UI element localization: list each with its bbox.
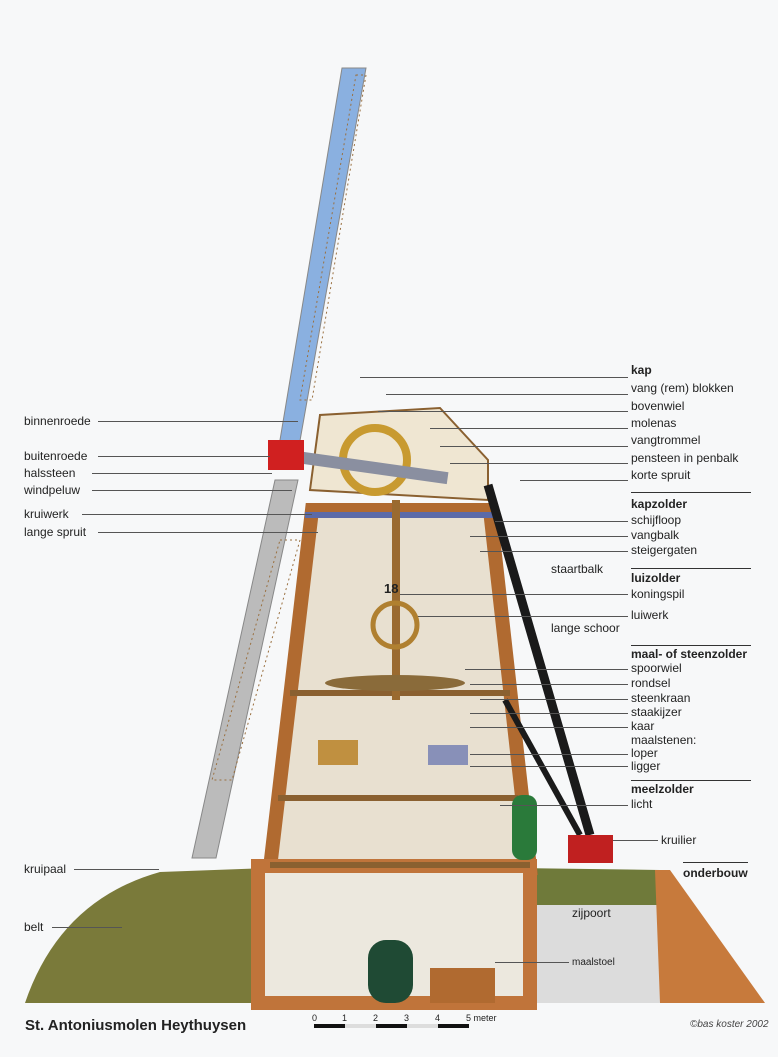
label-ligger: ligger xyxy=(631,759,661,773)
scale-tick: 0 xyxy=(312,1013,318,1023)
label-maalstenen: maalstenen: xyxy=(631,733,697,747)
sail-upper xyxy=(277,67,367,453)
label-staartbalk: staartbalk xyxy=(551,562,604,576)
label-belt: belt xyxy=(24,920,44,934)
label-vang: vang (rem) blokken xyxy=(631,381,734,395)
maalstoel xyxy=(430,968,495,1003)
staartbalk xyxy=(483,483,595,837)
label-kruiwerk: kruiwerk xyxy=(24,507,69,521)
lange-schoor xyxy=(502,698,583,837)
copyright-credit: ©bas koster 2002 xyxy=(690,1019,769,1030)
luiwerk xyxy=(370,600,420,650)
label-koningspil: koningspil xyxy=(631,587,685,601)
molenas xyxy=(288,450,449,485)
label-kruipaal: kruipaal xyxy=(24,862,67,876)
millstone-left xyxy=(318,740,358,765)
scale-tick: 3 xyxy=(404,1013,410,1023)
scale-bar-black xyxy=(438,1024,469,1028)
sail-upper-frame xyxy=(299,74,367,401)
scale-tick: 5 meter xyxy=(466,1013,497,1023)
label-windpeluw: windpeluw xyxy=(24,483,81,497)
label-vangbalk: vangbalk xyxy=(631,528,680,542)
hub xyxy=(268,440,304,470)
label-buitenroede: buitenroede xyxy=(24,449,88,463)
label-halssteen: halssteen xyxy=(24,466,76,480)
scale-tick: 2 xyxy=(373,1013,379,1023)
door xyxy=(512,795,537,860)
spoorwiel xyxy=(325,675,465,691)
diagram-title: St. Antoniusmolen Heythuysen xyxy=(25,1017,247,1034)
label-onderbouw: onderbouw xyxy=(683,866,748,880)
label-kap: kap xyxy=(631,363,652,377)
label-maalzolder: maal- of steenzolder xyxy=(631,647,748,661)
scale-bar-black xyxy=(376,1024,407,1028)
label-pensteen: pensteen in penbalk xyxy=(631,451,739,465)
scale-bar-white xyxy=(407,1024,438,1028)
floor-ground xyxy=(270,862,530,868)
ground-door xyxy=(368,940,413,1003)
floor-number: 18 xyxy=(384,581,399,596)
label-lange-spruit: lange spruit xyxy=(24,525,87,539)
kruilier xyxy=(568,835,613,863)
label-loper: loper xyxy=(631,746,658,760)
label-lange-schoor: lange schoor xyxy=(551,621,620,635)
label-kapzolder: kapzolder xyxy=(631,497,688,511)
scale-tick: 1 xyxy=(342,1013,348,1023)
scale-bar-white xyxy=(345,1024,376,1028)
label-steigergaten: steigergaten xyxy=(631,543,698,557)
label-steenkraan: steenkraan xyxy=(631,691,691,705)
label-molenas: molenas xyxy=(631,416,677,430)
zijpoort-area xyxy=(530,905,660,1003)
koningspil xyxy=(392,500,400,700)
label-rondsel: rondsel xyxy=(631,676,671,690)
label-binnenroede: binnenroede xyxy=(24,414,91,428)
onderbouw-wall-right xyxy=(655,870,765,1003)
scale-bar-black xyxy=(314,1024,345,1028)
label-kaar: kaar xyxy=(631,719,655,733)
label-zijpoort: zijpoort xyxy=(572,906,611,920)
label-staakijzer: staakijzer xyxy=(631,705,682,719)
label-luizolder: luizolder xyxy=(631,571,681,585)
label-maalstoel: maalstoel xyxy=(572,957,615,968)
millstone-right xyxy=(428,745,468,765)
sail-lower xyxy=(191,479,299,859)
scale-tick: 4 xyxy=(435,1013,441,1023)
label-meelzolder: meelzolder xyxy=(631,782,694,796)
label-luiwerk: luiwerk xyxy=(631,608,669,622)
label-spoorwiel: spoorwiel xyxy=(631,661,682,675)
floor-meelzolder xyxy=(278,795,518,801)
label-kruilier: kruilier xyxy=(661,833,697,847)
label-licht: licht xyxy=(631,797,653,811)
label-bovenwiel: bovenwiel xyxy=(631,399,685,413)
label-vangtrommel: vangtrommel xyxy=(631,433,701,447)
label-korte-spruit: korte spruit xyxy=(631,468,691,482)
label-schijfloop: schijfloop xyxy=(631,513,682,527)
belt-mound xyxy=(25,868,270,1003)
